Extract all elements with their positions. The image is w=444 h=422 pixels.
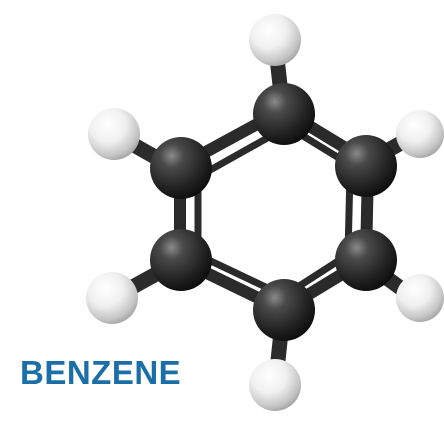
carbon-atom-upper-left: [150, 137, 212, 199]
hydrogen-atom-lower-left: [86, 272, 138, 324]
hydrogen-atom-bottom: [249, 359, 301, 411]
carbon-atom-lower-left: [150, 229, 212, 291]
hydrogen-atom-top: [249, 14, 301, 66]
hydrogen-atom-lower-right: [396, 274, 444, 322]
hydrogen-atom-upper-right: [396, 110, 444, 158]
hydrogen-atom-upper-left: [88, 108, 140, 160]
carbon-atoms: [150, 83, 397, 341]
carbon-atom-lower-right: [335, 229, 397, 291]
carbon-atom-upper-right: [335, 135, 397, 197]
carbon-atom-top: [253, 83, 315, 145]
molecule-name-label: BENZENE: [20, 354, 182, 391]
hydrogen-atoms: [86, 14, 444, 411]
carbon-atom-bottom: [253, 279, 315, 341]
